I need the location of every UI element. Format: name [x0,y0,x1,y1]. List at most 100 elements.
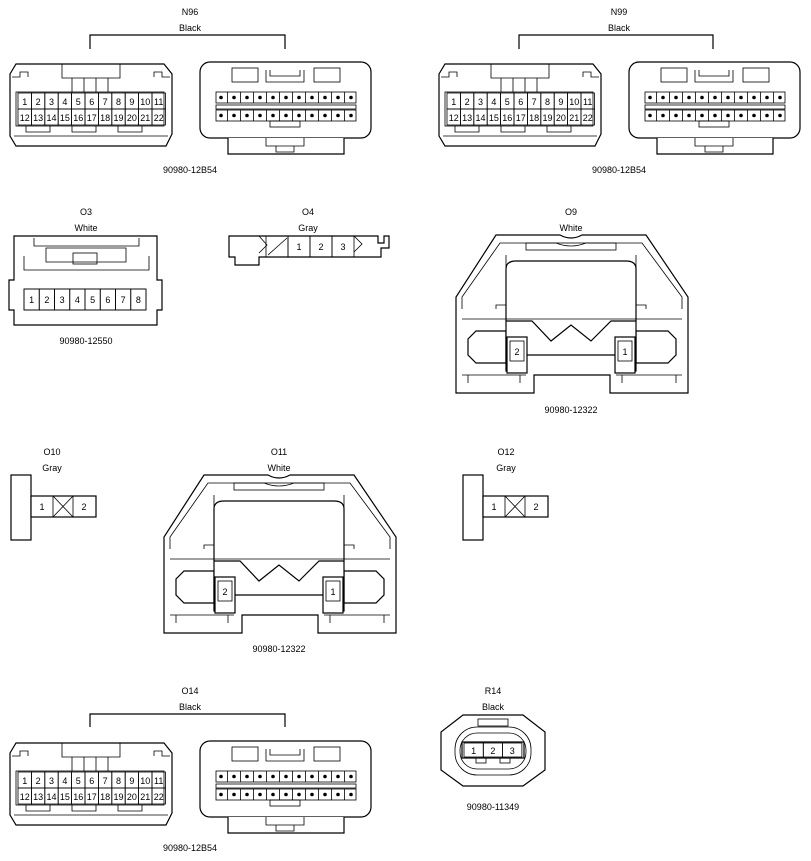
pin-number: 1 [39,502,44,512]
connector-color-n96: Black [179,23,202,33]
pin-number: 4 [62,97,67,107]
terminal-dot [284,792,288,797]
pin-number: 20 [127,792,137,802]
pin-number: 7 [121,295,126,305]
part-number-o11: 90980-12322 [252,644,305,654]
pin-number: 6 [105,295,110,305]
pin-number: 1 [22,97,27,107]
terminal-dot [323,95,327,100]
pin-number: 1 [622,347,627,357]
pin-number: 1 [22,776,27,786]
pin-number: 5 [505,97,510,107]
pin-number: 19 [113,792,123,802]
part-number-o9: 90980-12322 [544,405,597,415]
pin-number: 8 [116,97,121,107]
connector-color-o10: Gray [42,463,62,473]
terminal-dot [778,95,782,100]
pin-number: 7 [103,97,108,107]
terminal-dot [245,95,249,100]
pin-number: 21 [140,792,150,802]
pin-number: 16 [73,113,83,123]
pin-number: 12 [20,792,30,802]
terminal-dot [713,95,717,100]
pair-bracket [89,713,286,727]
terminal-dot [258,792,262,797]
pin-number: 8 [136,295,141,305]
pin-number: 17 [516,113,526,123]
pin-number: 5 [90,295,95,305]
pin-number: 6 [518,97,523,107]
pin-number: 1 [491,502,496,512]
connector-code-n96: N96 [182,7,199,17]
terminal-dot [700,113,704,118]
pin-cell [130,288,147,311]
pin-number: 16 [502,113,512,123]
connector-color-o12: Gray [496,463,516,473]
terminal-dot [219,792,223,797]
connector-code-n99: N99 [611,7,628,17]
terminal-dot [271,774,275,779]
pin-number: 11 [583,97,592,107]
terminal-dot [310,792,314,797]
terminal-dot [232,774,236,779]
pin-number: 1 [451,97,456,107]
pin-number: 3 [60,295,65,305]
pin-number: 10 [569,97,579,107]
terminal-dot [336,95,340,100]
part-number-n99: 90980-12B54 [592,165,646,175]
pin-number: 15 [60,792,70,802]
pin-cell [502,742,523,758]
pin-number: 3 [510,746,515,756]
terminal-dot [648,95,652,100]
terminal-dot [674,95,678,100]
connector-color-o3: White [74,223,97,233]
connector-color-r14: Black [482,702,505,712]
pin-number: 2 [490,746,495,756]
pin-number: 2 [36,776,41,786]
pin-number: 6 [89,776,94,786]
pin-number: 7 [532,97,537,107]
pin-number: 6 [89,97,94,107]
terminal-dot [323,113,327,118]
terminal-dot [739,113,743,118]
terminal-dot [349,95,353,100]
pin-number: 13 [462,113,472,123]
pin-number: 18 [529,113,539,123]
terminal-dot [219,113,223,118]
pin-number: 4 [62,776,67,786]
pin-cell [509,340,525,362]
terminal-dot [232,95,236,100]
pin-number: 17 [87,792,97,802]
terminal-dot [687,113,691,118]
pin-number: 5 [76,97,81,107]
terminal-dot [323,792,327,797]
terminal-dot [258,95,262,100]
connector-22pin-male [199,61,372,155]
pin-number: 1 [29,295,34,305]
terminal-dot [661,95,665,100]
part-number-o14: 90980-12B54 [163,843,217,853]
terminal-dot [778,113,782,118]
terminal-dot [245,774,249,779]
terminal-dot [219,774,223,779]
terminal-dot [271,792,275,797]
pin-number: 2 [318,242,323,252]
terminal-dot [297,113,301,118]
pin-number: 8 [116,776,121,786]
pin-number: 2 [44,295,49,305]
pin-number: 21 [140,113,150,123]
connector-housing [8,235,163,326]
terminal-dot [648,113,652,118]
connector-code-o11: O11 [271,447,287,457]
connector-n99: N99 Black 112213314415516617718819920102… [438,7,801,175]
part-number-r14: 90980-11349 [467,802,519,812]
